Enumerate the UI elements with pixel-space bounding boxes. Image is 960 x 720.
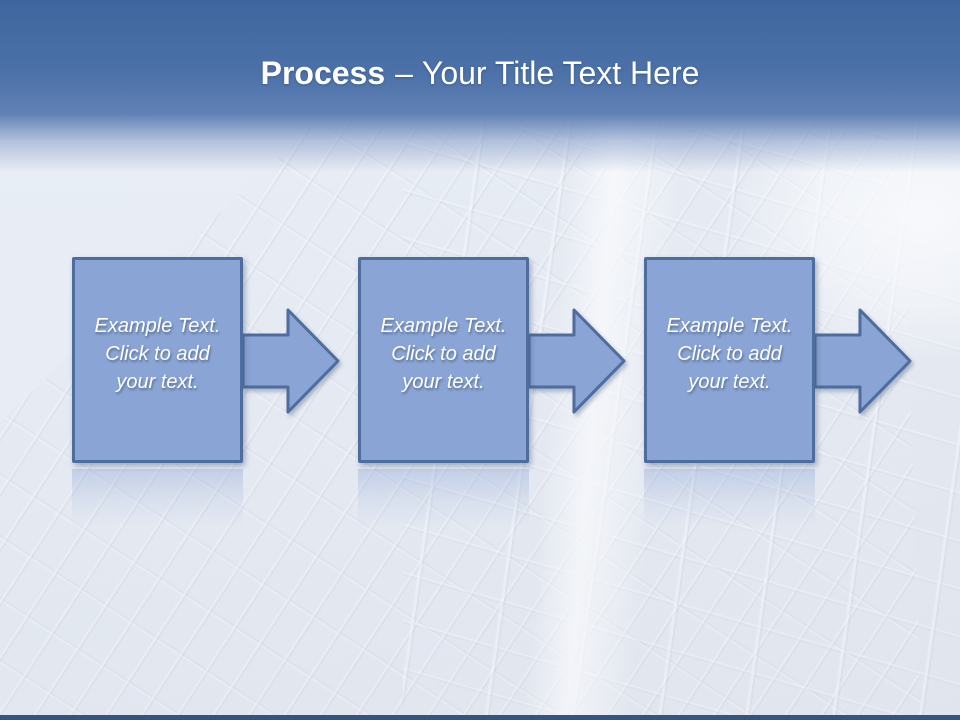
step-text-line: Click to add bbox=[105, 343, 210, 365]
step-text-line: Example Text. bbox=[94, 315, 221, 337]
process-step-box-2[interactable]: Example Text. Click to add your text. bbox=[358, 257, 529, 463]
step-text-line: your text. bbox=[116, 371, 199, 393]
title-text: Your Title Text Here bbox=[421, 55, 700, 91]
title-separator: – bbox=[395, 55, 413, 91]
step-text-line: your text. bbox=[688, 371, 771, 393]
slide-title[interactable]: Process–Your Title Text Here bbox=[0, 52, 960, 94]
step-text-line: Example Text. bbox=[380, 315, 507, 337]
flow-arrow-icon bbox=[242, 308, 340, 414]
step-text-line: Click to add bbox=[391, 343, 496, 365]
process-step-box-1[interactable]: Example Text. Click to add your text. bbox=[72, 257, 243, 463]
process-step-box-3[interactable]: Example Text. Click to add your text. bbox=[644, 257, 815, 463]
step-text-line: Click to add bbox=[677, 343, 782, 365]
box-reflection bbox=[358, 469, 529, 527]
step-text-line: Example Text. bbox=[666, 315, 793, 337]
flow-arrow-icon bbox=[814, 308, 912, 414]
title-emphasis: Process bbox=[260, 55, 386, 91]
flow-arrow-icon bbox=[528, 308, 626, 414]
box-reflection bbox=[644, 469, 815, 527]
step-text-line: your text. bbox=[402, 371, 485, 393]
bottom-accent-bar bbox=[0, 715, 960, 720]
title-bar: Process–Your Title Text Here bbox=[0, 0, 960, 172]
box-reflection bbox=[72, 469, 243, 527]
